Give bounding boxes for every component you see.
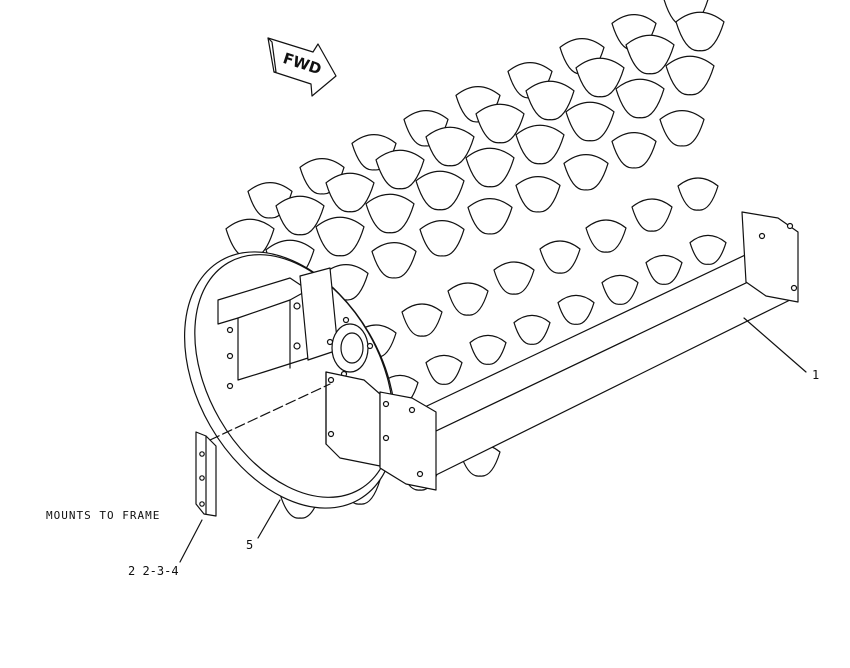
drum-pad xyxy=(225,218,275,259)
drum-pad xyxy=(371,242,417,279)
drum-pad xyxy=(525,80,575,121)
drum-pad xyxy=(575,57,625,98)
drum-pad xyxy=(365,193,415,234)
drum-pad xyxy=(689,234,727,265)
frame-mount-plate xyxy=(195,431,217,517)
callout-parts-2-3-4: 2 2-3-4 xyxy=(128,564,179,578)
drum-pad xyxy=(631,198,673,232)
hub-bracket xyxy=(217,267,374,390)
drum-pad xyxy=(425,126,475,167)
drum-pad xyxy=(515,124,565,165)
drum-pad xyxy=(601,274,639,305)
leader-line-5 xyxy=(257,499,281,539)
mounts-to-frame-note: MOUNTS TO FRAME xyxy=(46,509,161,522)
drum-pad xyxy=(557,294,595,325)
drum-pad xyxy=(665,55,715,96)
scraper-bar xyxy=(379,211,799,491)
drum-pad xyxy=(401,303,443,337)
drum-pad xyxy=(315,216,365,257)
drum-pad xyxy=(615,78,665,119)
drum-pad xyxy=(375,149,425,190)
drum-pad xyxy=(675,11,725,52)
drum-pad xyxy=(611,132,657,169)
drum-pad xyxy=(275,195,325,236)
drum-pad xyxy=(415,170,465,211)
callout-part-1: 1 xyxy=(812,368,820,382)
drum-pad xyxy=(625,34,675,75)
drum-pad xyxy=(585,219,627,253)
callout-part-5: 5 xyxy=(246,538,254,552)
drum-pad xyxy=(677,177,719,211)
drum-pad xyxy=(465,147,515,188)
drum-pad xyxy=(513,314,551,345)
leader-line-1 xyxy=(743,317,807,373)
drum-pad xyxy=(467,198,513,235)
drum-pad xyxy=(419,220,465,257)
fwd-arrow-icon: FWD xyxy=(267,37,337,97)
drum-pad xyxy=(447,282,489,316)
drum-pad xyxy=(563,154,609,191)
drum-pad xyxy=(493,261,535,295)
drum-pad xyxy=(645,254,683,285)
drum-pad xyxy=(539,240,581,274)
drum-pad xyxy=(515,176,561,213)
drum-pad xyxy=(659,110,705,147)
drum-pad xyxy=(475,103,525,144)
drum-pad xyxy=(425,354,463,385)
alignment-dashed-line xyxy=(209,383,331,441)
drum-pad xyxy=(325,172,375,213)
leader-line-234 xyxy=(179,519,203,563)
drum-pad xyxy=(469,334,507,365)
drum-pad xyxy=(565,101,615,142)
